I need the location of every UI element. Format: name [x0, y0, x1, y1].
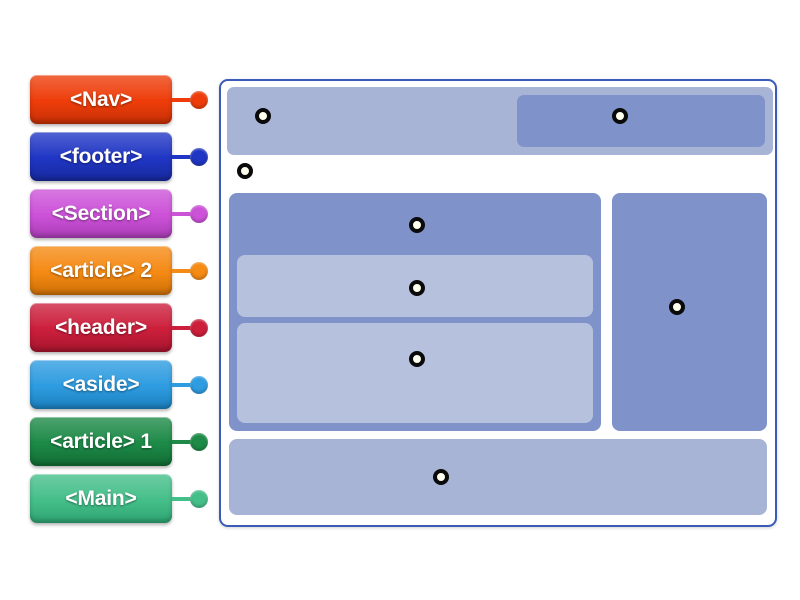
white-strip-region[interactable] [227, 161, 773, 191]
footer-bar-region[interactable] [229, 439, 767, 515]
article-lower-region[interactable] [237, 323, 593, 423]
marker-aside[interactable] [669, 299, 685, 315]
nav-bar-region[interactable] [227, 87, 773, 155]
marker-main[interactable] [409, 217, 425, 233]
label-chip-aside[interactable]: <aside> [30, 360, 172, 409]
label-column: <Nav> <footer> <Section> <article> 2 <header… [30, 75, 208, 531]
label-chip-nav[interactable]: <Nav> [30, 75, 172, 124]
connector-dot-section[interactable] [190, 205, 208, 223]
connector-line-main [172, 497, 194, 501]
connector-line-section [172, 212, 194, 216]
connector-line-footer [172, 155, 194, 159]
connector-dot-footer[interactable] [190, 148, 208, 166]
label-chip-article2[interactable]: <article> 2 [30, 246, 172, 295]
label-chip-article1[interactable]: <article> 1 [30, 417, 172, 466]
connector-dot-nav[interactable] [190, 91, 208, 109]
marker-article2[interactable] [409, 280, 425, 296]
label-chip-footer[interactable]: <footer> [30, 132, 172, 181]
aside-column-region[interactable] [612, 193, 767, 431]
connector-dot-article1[interactable] [190, 433, 208, 451]
label-row: <header> [30, 303, 208, 352]
label-row: <footer> [30, 132, 208, 181]
marker-nav[interactable] [255, 108, 271, 124]
wireframe-panel [219, 79, 777, 527]
connector-line-header [172, 326, 194, 330]
connector-line-aside [172, 383, 194, 387]
label-row: <Section> [30, 189, 208, 238]
connector-dot-main[interactable] [190, 490, 208, 508]
connector-dot-article2[interactable] [190, 262, 208, 280]
connector-line-article2 [172, 269, 194, 273]
label-row: <article> 1 [30, 417, 208, 466]
label-chip-section[interactable]: <Section> [30, 189, 172, 238]
label-chip-header[interactable]: <header> [30, 303, 172, 352]
connector-line-nav [172, 98, 194, 102]
connector-dot-header[interactable] [190, 319, 208, 337]
connector-dot-aside[interactable] [190, 376, 208, 394]
label-row: <Main> [30, 474, 208, 523]
connector-line-article1 [172, 440, 194, 444]
marker-article1[interactable] [409, 351, 425, 367]
header-box-region[interactable] [517, 95, 765, 147]
marker-strip[interactable] [237, 163, 253, 179]
label-row: <Nav> [30, 75, 208, 124]
marker-header[interactable] [612, 108, 628, 124]
label-row: <article> 2 [30, 246, 208, 295]
label-chip-main[interactable]: <Main> [30, 474, 172, 523]
label-row: <aside> [30, 360, 208, 409]
marker-footer[interactable] [433, 469, 449, 485]
